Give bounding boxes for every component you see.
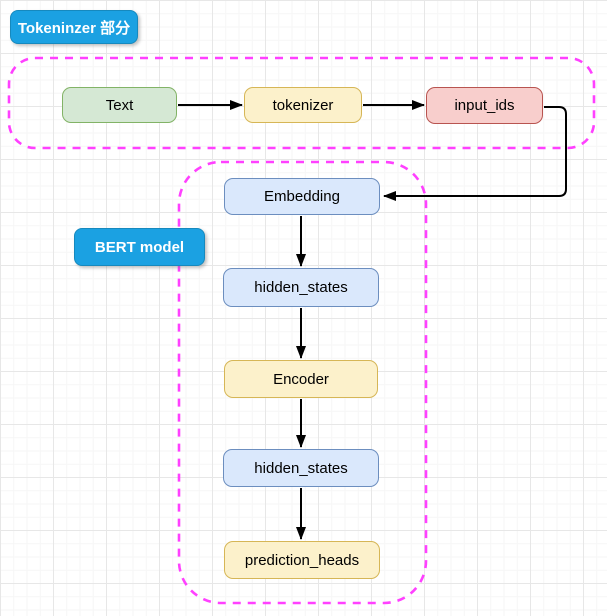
node-hidden-states-1-label: hidden_states — [254, 279, 348, 296]
arrow-input-ids-to-embedding — [383, 106, 567, 201]
node-tokenizer-label: tokenizer — [272, 96, 334, 114]
bert-model-group — [177, 160, 428, 605]
node-text-label: Text — [105, 96, 134, 114]
bert-model-tag[interactable]: BERT model — [74, 228, 205, 266]
node-tokenizer[interactable]: tokenizer — [244, 87, 362, 123]
node-hidden-states-1[interactable]: hidden_states — [223, 268, 379, 307]
node-encoder[interactable]: Encoder — [224, 360, 378, 398]
tokenizer-section-tag[interactable]: Tokeninzer 部分 — [10, 10, 138, 44]
node-hidden-states-2[interactable]: hidden_states — [223, 449, 379, 487]
node-encoder-label: Encoder — [273, 370, 329, 388]
node-embedding-label: Embedding — [264, 188, 340, 205]
tokenizer-section-tag-label: Tokeninzer 部分 — [17, 19, 131, 37]
node-prediction-heads[interactable]: prediction_heads — [224, 541, 380, 579]
node-prediction-heads-label: prediction_heads — [244, 551, 360, 569]
node-hidden-states-2-label: hidden_states — [254, 459, 348, 477]
node-text[interactable]: Text — [62, 87, 177, 123]
node-input-ids[interactable]: input_ids — [426, 87, 543, 124]
node-embedding[interactable]: Embedding — [224, 178, 380, 215]
node-input-ids-label: input_ids — [454, 97, 515, 114]
bert-model-tag-label: BERT model — [94, 238, 185, 256]
tokenizer-section-group — [7, 56, 596, 150]
